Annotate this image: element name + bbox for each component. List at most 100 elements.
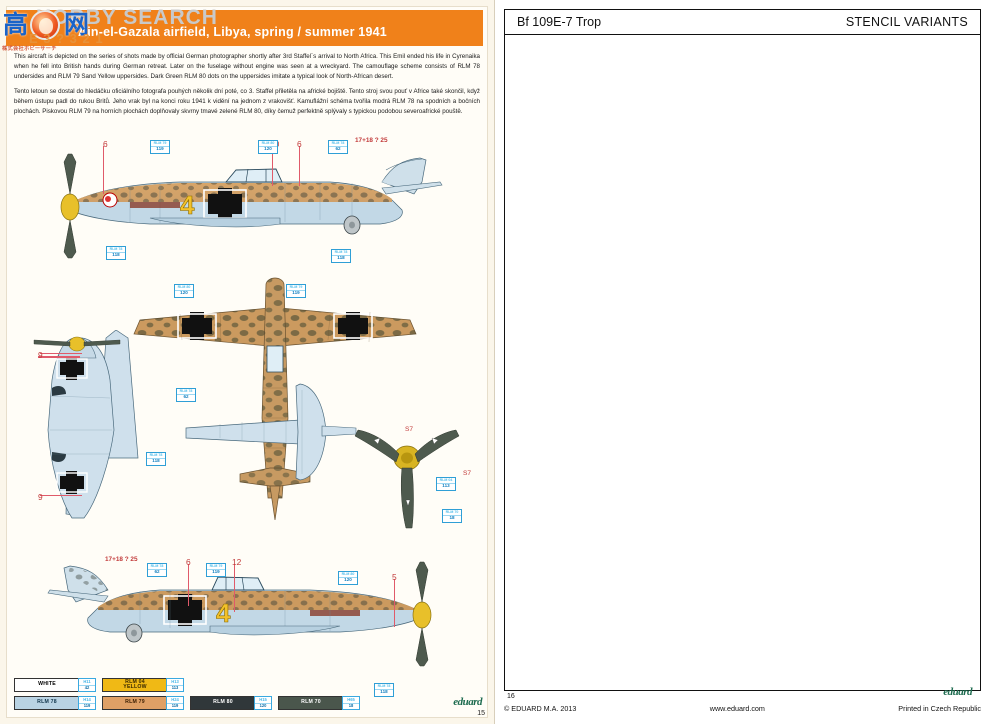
paint-callout-name: RLM 79 [209,564,223,569]
aircraft-rear-tail-view [185,383,357,481]
paint-callout-code: 62 [148,568,166,575]
paint-callout-code: 118 [147,457,165,464]
footer-website[interactable]: www.eduard.com [709,703,765,713]
paint-callout-name: RLM 80 [177,285,191,290]
watermark-cjk-right: 网 [64,10,90,39]
footer-printed: Printed in Czech Republic [898,703,981,713]
watermark-subtext: E 3 ? 3 2 1 [29,31,104,46]
stencil-title-bar: Bf 109E-7 Trop STENCIL VARIANTS [505,10,980,35]
paint-callout-name: RLM 70 [445,510,459,515]
footer-copyright: © EDUARD M.A. 2013 [504,703,577,713]
leader-line [272,146,273,186]
paint-callout-code: 62 [329,145,347,152]
leader-line [40,353,82,354]
callout-marker: 12 [232,557,242,567]
paint-callout-name: RLM 78 [150,564,164,569]
legend-chip-swatch: RLM 78 [14,696,80,710]
eduard-logo-right: eduard [943,686,972,698]
paint-callout-name: RLM 80 [341,572,355,577]
paint-callout-code: 118 [332,254,350,261]
legend-chip-label: RLM 70 [301,699,321,706]
paint-callout-code: 119 [151,145,169,152]
right-page: Bf 109E-7 Trop STENCIL VARIANTS [495,0,990,724]
paint-callout-name: RLM 78 [109,247,123,252]
callout-marker: 17+18 ? 25 [355,137,388,144]
watermark-logo-icon [30,10,60,40]
aircraft-side-profile-bottom: 4 [47,561,432,667]
eduard-logo-left: eduard [453,696,482,708]
aircraft-top-plan-view [133,277,417,521]
callout-marker: 6 [103,139,108,149]
kit-name: Bf 109E-7 Trop [517,15,602,29]
legend-chip-label: RLM 79 [125,699,145,706]
paint-callout-name: RLM 04 [439,478,453,483]
page-number-right: 16 [507,693,515,700]
leader-line [234,564,235,612]
description-english: This aircraft is depicted on the series … [14,53,480,81]
leader-line [40,495,82,496]
paint-callout-name: RLM 80 [261,141,275,146]
leader-line [394,579,395,627]
watermark-company-text: 株式会社ホビーサーチ [2,46,57,52]
svg-text:4: 4 [180,190,195,220]
paint-callout-code: 120 [339,576,357,583]
legend-chip-swatch: WHITE [14,678,80,692]
legend-code-bottom: 120 [255,702,271,708]
aircraft-bottom-plan-view [33,330,139,519]
left-page: Ain-el-Gazala airfield, Libya, spring / … [0,0,495,724]
scheme-description: This aircraft is depicted on the series … [14,52,480,122]
paint-callout-code: 119 [287,289,305,296]
legend-code-top: H24 [171,697,179,703]
paint-callout-code: 62 [177,393,195,400]
legend-chip-swatch: RLM 80 [190,696,256,710]
legend-code-top: H65 [347,697,355,703]
legend-code-bottom: 119 [167,702,183,708]
legend-chip-label: RLM 78 [37,699,57,706]
paint-callout-code: 120 [259,145,277,152]
page-footer: © EDUARD M.A. 2013 www.eduard.com Printe… [504,698,981,718]
callout-marker: 9 [38,350,43,360]
legend-code-top: H13 [171,679,179,685]
propeller-detail [354,429,460,529]
watermark-brand-text: HOBBY SEARCH [36,6,218,29]
paint-callout-name: RLM 78 [334,250,348,255]
legend-code-bottom: 18 [343,702,359,708]
description-czech: Tento letoun se dostal do hledáčku ofici… [14,88,480,116]
paint-callout-code: 118 [375,688,393,695]
paint-callout-code: 119 [207,568,225,575]
legend-chip-swatch: RLM 79 [102,696,168,710]
aircraft-side-profile-top: 4 [60,153,443,259]
legend-chip-label: RLM 80 [213,699,233,706]
paint-callout-code: 18 [443,514,461,521]
legend-code-top: H14 [83,697,91,703]
legend-chip-label: WHITE [38,681,56,688]
scheme-header-bar: Ain-el-Gazala airfield, Libya, spring / … [6,10,483,46]
paint-callout-code: 120 [175,289,193,296]
legend-code-bottom: 113 [167,684,183,690]
paint-callout-name: RLM 78 [179,389,193,394]
legend-code-top: H11 [83,679,91,685]
right-page-frame: Bf 109E-7 Trop STENCIL VARIANTS [504,9,981,691]
